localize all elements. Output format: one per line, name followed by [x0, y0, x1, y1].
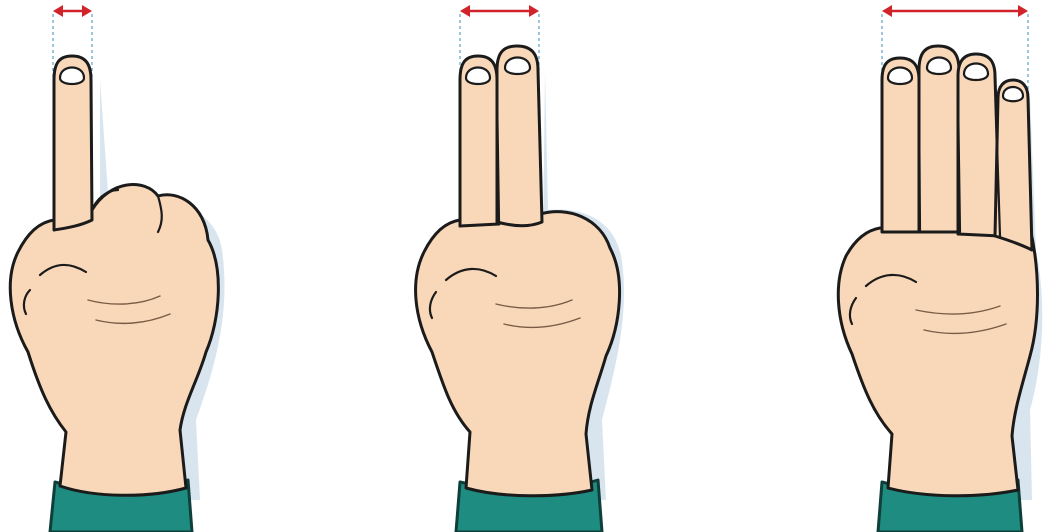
fist-2	[416, 212, 620, 496]
fingernail-3b	[927, 58, 951, 75]
fingernail-2a	[466, 68, 490, 85]
fingernail-2b	[505, 58, 530, 75]
fingernail-3a	[888, 68, 912, 85]
two-finger-hand-panel	[416, 5, 624, 532]
fingernail-3c	[964, 64, 988, 81]
palm-3	[838, 228, 1037, 496]
ring-finger-3	[958, 54, 1000, 236]
fingernail-1	[60, 68, 84, 85]
four-finger-hand-panel	[838, 5, 1042, 532]
one-finger-hand-panel	[10, 5, 224, 532]
fingernail-3d	[1003, 87, 1023, 101]
